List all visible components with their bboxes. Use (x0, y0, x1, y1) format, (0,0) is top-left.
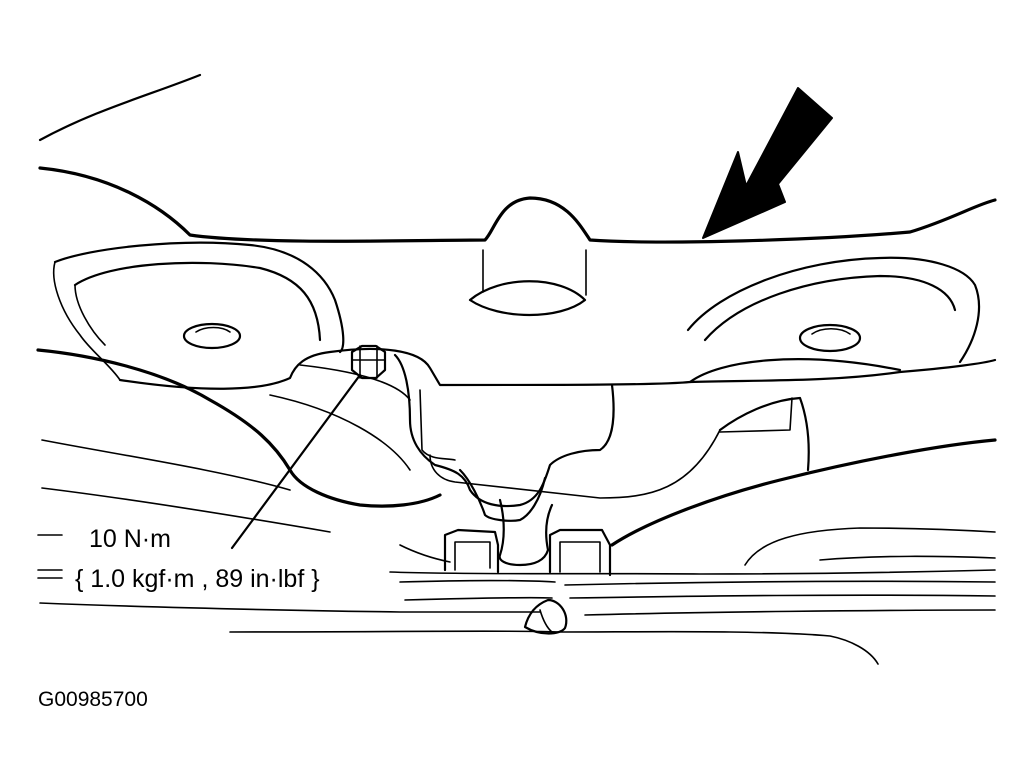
left-depression-inner-lower (74, 284, 106, 346)
center-lower-body (429, 429, 721, 499)
torque-value-nm: 10 N·m (89, 525, 171, 553)
left-frame-line-5 (399, 544, 451, 563)
right-depression-inner (703, 274, 957, 342)
left-depression-inner (73, 261, 322, 342)
heat-shield-bottom-edge (118, 347, 997, 390)
left-frame-line-1 (41, 439, 291, 491)
torque-value-alternate-units: { 1.0 kgf·m , 89 in·lbf } (75, 565, 320, 593)
exhaust-pipe-line-4 (404, 596, 553, 601)
exhaust-joint-detail (539, 609, 553, 633)
left-frame-line-2 (41, 487, 331, 533)
hanger-rod (498, 498, 554, 567)
left-depression-outer (53, 241, 345, 354)
exhaust-pipe-line-3 (564, 580, 996, 586)
exhaust-pipe-line-2 (399, 579, 556, 583)
hanger-clamp-left (443, 528, 500, 574)
right-mounting-hole (798, 323, 862, 353)
exhaust-pipe-line-5 (569, 594, 996, 599)
exhaust-joint (523, 598, 568, 635)
exhaust-pipe-bottom (229, 630, 879, 665)
hanger-clamp-left-inner (454, 541, 491, 571)
exhaust-pipe-line-7 (584, 609, 996, 616)
right-depression-outer (686, 256, 981, 364)
center-bracket-inner (419, 389, 456, 461)
indicator-arrow-icon (702, 87, 833, 239)
right-support-bracket (718, 396, 810, 472)
left-depression-lower (52, 261, 121, 381)
right-mounting-hole-inner (811, 327, 851, 335)
right-frame-curve (744, 527, 996, 566)
left-frame-line-4 (299, 364, 411, 401)
hanger-clamp-right (548, 528, 612, 577)
hanger-clamp-right-inner (559, 541, 601, 573)
right-frame-thick-line (610, 438, 997, 547)
heat-shield-right-flange (688, 358, 902, 384)
center-bracket-hook (458, 468, 547, 522)
right-frame-line (819, 555, 996, 561)
bolt-icon (350, 344, 387, 380)
left-mounting-hole-inner (195, 326, 231, 333)
figure-identifier: G00985700 (38, 688, 148, 711)
left-mounting-hole (182, 322, 242, 350)
exhaust-pipe-line-6 (39, 602, 541, 613)
left-frame-line-3 (269, 394, 411, 471)
heat-shield-top-edge (38, 166, 997, 244)
center-bracket-outer (393, 353, 615, 508)
left-frame-thick-line (36, 348, 442, 508)
heat-shield-center-lens (468, 280, 587, 317)
upper-body-contour (38, 73, 202, 142)
exhaust-pipe-top (389, 569, 996, 575)
right-support-bracket-inner (719, 397, 793, 433)
